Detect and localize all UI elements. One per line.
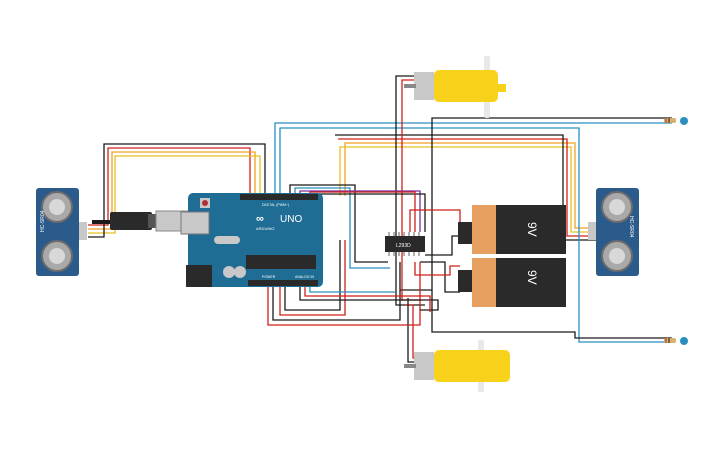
arduino-usb-port	[180, 211, 210, 235]
dc-motor-top	[404, 56, 506, 118]
arduino-power-label: POWER	[262, 275, 276, 279]
left-ultrasonic-sensor: HC-SR04	[36, 188, 87, 276]
battery-bottom-label: 9V	[525, 270, 539, 285]
wire-power-black-2	[284, 240, 341, 311]
wire-bat2-red	[414, 262, 460, 276]
wire-left-sensor-vcc	[88, 147, 251, 226]
wire-right-sensor-c	[338, 138, 598, 237]
wire-left-sensor-gnd	[88, 143, 266, 238]
wire-black-top-led	[400, 117, 672, 291]
arduino-logo-text: ∞	[256, 213, 264, 225]
wire-bottom-motor-red	[405, 304, 418, 359]
wire-driver-bat-black	[420, 261, 460, 293]
arduino-capacitor-2	[234, 266, 246, 278]
battery-top: 9V	[458, 205, 566, 254]
motor-driver-ic: L293D	[385, 232, 425, 256]
right-sensor-pins	[588, 222, 596, 240]
arduino-sub: ARDUINO	[256, 226, 274, 231]
wire-power-red-2	[279, 240, 346, 316]
driver-label: L293D	[396, 243, 411, 249]
wire-power-black-1	[272, 262, 401, 321]
arduino-power-jack	[186, 265, 212, 287]
battery-bottom: 9V	[458, 258, 566, 307]
wires	[88, 75, 672, 363]
wire-analog-blue	[309, 285, 395, 293]
wire-right-sensor-a	[344, 142, 598, 229]
wire-blue-top-led	[274, 122, 672, 196]
resistor-led-top	[664, 117, 688, 125]
right-ultrasonic-sensor: HC-SR04	[588, 188, 639, 276]
wire-analog-black	[299, 285, 439, 311]
driver-chip-body	[385, 236, 425, 252]
resistor-led-bottom	[664, 337, 688, 345]
arduino-capacitor-1	[223, 266, 235, 278]
wire-right-sensor-d	[335, 134, 598, 241]
wire-power-red-1	[267, 262, 421, 326]
arduino-power-header	[248, 280, 318, 286]
usb-plug	[110, 210, 191, 232]
led-top	[680, 117, 688, 125]
battery-top-label: 9V	[525, 222, 539, 237]
wire-top-motor-red	[401, 79, 420, 301]
wire-analog-red	[304, 285, 431, 312]
wire-black-bottom-led	[431, 290, 672, 339]
arduino-digital-header	[240, 194, 318, 200]
left-sensor-label: HC-SR04	[40, 210, 46, 232]
arduino-uno: ∞ UNO ARDUINO DIGITAL (PWM~) POWER ANALO…	[180, 193, 323, 287]
wire-driver-bat-red	[409, 209, 461, 232]
led-bottom	[680, 337, 688, 345]
arduino-brand: UNO	[280, 214, 302, 225]
wire-driver-2	[294, 187, 390, 269]
left-sensor-pins	[79, 222, 87, 240]
wire-left-sensor-echo	[88, 155, 261, 234]
arduino-digital-label: DIGITAL (PWM~)	[262, 203, 289, 207]
arduino-analog-label: ANALOG IN	[295, 275, 315, 279]
wire-driver-1	[289, 184, 388, 263]
dc-motor-bottom	[404, 340, 510, 392]
wire-driver-5	[309, 191, 416, 232]
arduino-atmega-chip	[246, 255, 316, 269]
wire-right-sensor-b	[339, 146, 598, 233]
wire-blue-bottom-led	[279, 127, 672, 343]
right-sensor-label: HC-SR04	[628, 216, 634, 238]
wire-bat1-black	[425, 235, 460, 256]
